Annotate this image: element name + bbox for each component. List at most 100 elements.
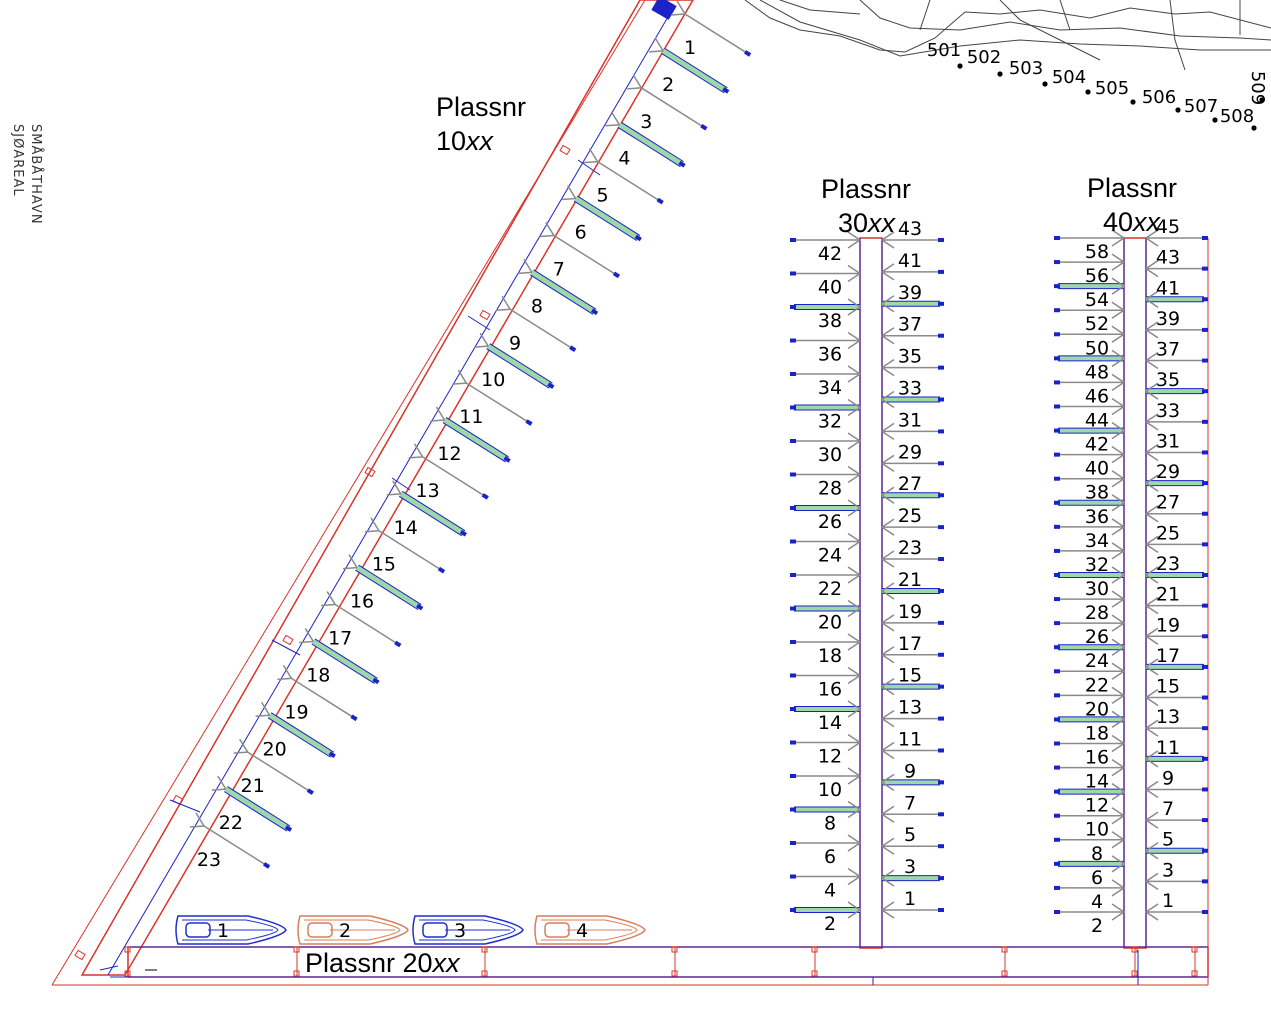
- pier40-berth-left-8[interactable]: [1054, 831, 1125, 849]
- pier40-berth-right-19[interactable]: [1145, 627, 1208, 645]
- pier30-berth-right-9[interactable]: [881, 773, 944, 792]
- pier40-berth-right-11[interactable]: [1145, 750, 1208, 768]
- pier30-berth-left-10[interactable]: [790, 767, 861, 785]
- pier40-berth-right-25[interactable]: [1145, 535, 1208, 553]
- pier30-berth-left-20[interactable]: [790, 599, 861, 618]
- pier40-berth-left-4[interactable]: [1054, 879, 1125, 897]
- boat-1[interactable]: 1: [175, 915, 287, 945]
- pier30-berth-left-24[interactable]: [790, 532, 861, 551]
- pier40-berth-right-13[interactable]: [1145, 719, 1208, 737]
- pier40-berth-left-58[interactable]: [1054, 229, 1125, 247]
- pier30-berth-right-13[interactable]: [881, 709, 944, 728]
- pier30-berth-right-31[interactable]: [881, 422, 944, 441]
- pier30-berth-right-15[interactable]: [881, 678, 944, 696]
- pier40-berth-right-37[interactable]: [1145, 351, 1208, 370]
- pier40-berth-left-54[interactable]: [1054, 277, 1125, 295]
- pier40-berth-left-44[interactable]: [1054, 397, 1125, 416]
- pier40-berth-right-41[interactable]: [1145, 290, 1208, 308]
- pier30-berth-right-23[interactable]: [881, 550, 944, 568]
- berth-10-2[interactable]: [649, 37, 730, 94]
- pier30-berth-right-43[interactable]: [881, 231, 944, 249]
- pier40-berth-left-12[interactable]: [1054, 783, 1125, 801]
- pier40-berth-left-30[interactable]: [1054, 566, 1125, 584]
- pier40-berth-left-6[interactable]: [1054, 855, 1125, 873]
- pier30-berth-right-5[interactable]: [881, 837, 944, 855]
- pier40-berth-right-39[interactable]: [1145, 321, 1208, 339]
- pier30-berth-right-41[interactable]: [881, 263, 944, 281]
- pier40-berth-right-27[interactable]: [1145, 505, 1208, 523]
- pier40-berth-right-29[interactable]: [1145, 474, 1208, 492]
- pier40-berth-right-21[interactable]: [1145, 597, 1208, 615]
- pier40-berth-left-38[interactable]: [1054, 470, 1125, 488]
- pier30-berth-right-25[interactable]: [881, 518, 944, 536]
- pier30-berth-left-26[interactable]: [790, 499, 861, 517]
- berth-10-15[interactable]: [364, 517, 446, 574]
- pier30-berth-right-11[interactable]: [881, 741, 944, 760]
- berth-10-21[interactable]: [233, 738, 314, 795]
- pier30-berth-left-8[interactable]: [790, 800, 861, 819]
- pier40-berth-right-1[interactable]: [1145, 903, 1208, 921]
- pier30-berth-right-35[interactable]: [881, 358, 944, 377]
- pier40-berth-left-52[interactable]: [1054, 301, 1125, 319]
- pier30-berth-right-1[interactable]: [881, 901, 944, 919]
- pier40-berth-right-9[interactable]: [1145, 780, 1208, 799]
- pier30-berth-left-36[interactable]: [790, 331, 861, 350]
- pier40-berth-left-36[interactable]: [1054, 494, 1125, 512]
- berth-10-5[interactable]: [583, 148, 664, 205]
- pier30-berth-left-2[interactable]: [790, 901, 861, 919]
- berth-10-11[interactable]: [452, 369, 533, 426]
- pier40-berth-right-15[interactable]: [1145, 688, 1208, 707]
- berth-10-13[interactable]: [408, 443, 489, 500]
- boat-3[interactable]: 3: [412, 915, 524, 945]
- pier40-berth-left-20[interactable]: [1054, 686, 1125, 704]
- pier40-berth-left-32[interactable]: [1054, 542, 1125, 560]
- pier30-berth-left-16[interactable]: [790, 666, 861, 685]
- pier40-berth-right-17[interactable]: [1145, 658, 1208, 676]
- pier40-berth-left-10[interactable]: [1054, 807, 1125, 825]
- pier30-berth-right-17[interactable]: [881, 646, 944, 664]
- berth-10-12[interactable]: [430, 406, 511, 463]
- pier40-berth-right-3[interactable]: [1145, 872, 1208, 890]
- pier40-berth-left-2[interactable]: [1054, 903, 1125, 921]
- pier40-berth-left-40[interactable]: [1054, 446, 1125, 464]
- pier40-berth-left-28[interactable]: [1054, 590, 1125, 608]
- pier30-berth-right-3[interactable]: [881, 869, 944, 887]
- pier30-berth-right-19[interactable]: [881, 614, 944, 632]
- berth-10-8[interactable]: [517, 258, 599, 316]
- pier40-berth-right-45[interactable]: [1145, 229, 1208, 247]
- pier40-berth-left-26[interactable]: [1054, 614, 1125, 632]
- berth-10-23[interactable]: [189, 812, 271, 869]
- berth-10-6[interactable]: [561, 185, 642, 242]
- pier30-berth-left-18[interactable]: [790, 633, 861, 651]
- berth-10-3[interactable]: [627, 74, 708, 131]
- pier30-berth-left-12[interactable]: [790, 733, 861, 752]
- pier30-berth-right-7[interactable]: [881, 805, 944, 823]
- pier40-berth-left-16[interactable]: [1054, 734, 1125, 753]
- pier30-berth-left-40[interactable]: [790, 264, 861, 283]
- pier40-berth-left-34[interactable]: [1054, 518, 1125, 536]
- pier30-berth-right-33[interactable]: [881, 390, 944, 409]
- berth-10-10[interactable]: [474, 332, 555, 389]
- pier40-berth-left-46[interactable]: [1054, 373, 1125, 392]
- pier40-berth-right-5[interactable]: [1145, 842, 1208, 860]
- berth-10-22[interactable]: [211, 775, 293, 832]
- berth-10-18[interactable]: [299, 628, 380, 685]
- pier30-berth-left-42[interactable]: [790, 231, 861, 249]
- pier40-berth-left-24[interactable]: [1054, 638, 1125, 656]
- pier30-berth-right-37[interactable]: [881, 327, 944, 345]
- pier40-berth-left-56[interactable]: [1054, 253, 1125, 271]
- pier30-berth-left-38[interactable]: [790, 298, 861, 316]
- berth-10-19[interactable]: [277, 664, 358, 722]
- pier30-berth-left-34[interactable]: [790, 365, 861, 383]
- berth-10-20[interactable]: [255, 701, 336, 759]
- pier40-berth-left-42[interactable]: [1054, 421, 1125, 440]
- pier30-berth-left-22[interactable]: [790, 566, 861, 584]
- pier30-berth-right-39[interactable]: [881, 295, 944, 313]
- pier30-berth-left-30[interactable]: [790, 432, 861, 450]
- berth-10-14[interactable]: [386, 480, 467, 537]
- berth-10-16[interactable]: [342, 554, 424, 611]
- pier30-berth-right-29[interactable]: [881, 454, 944, 472]
- pier30-berth-left-6[interactable]: [790, 834, 861, 852]
- berth-10-9[interactable]: [496, 295, 577, 353]
- pier40-berth-right-43[interactable]: [1145, 260, 1208, 278]
